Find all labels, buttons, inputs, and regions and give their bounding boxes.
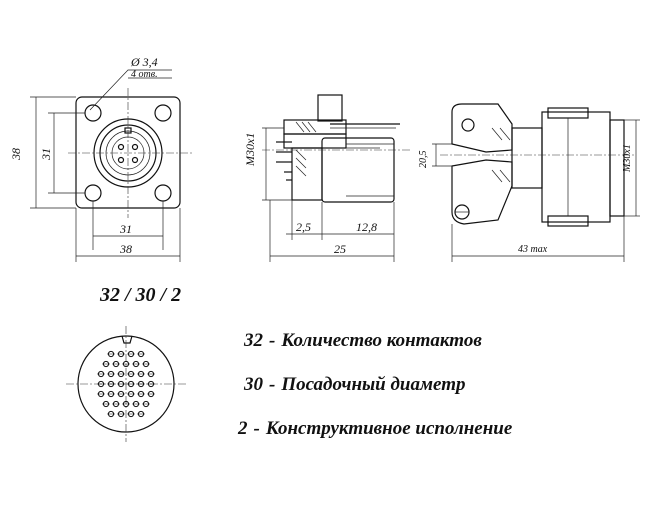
side-thread-label: M30x1 (243, 133, 257, 167)
right-thread-label: M30x1 (622, 144, 633, 173)
legend-text: Посадочный диаметр (281, 374, 466, 395)
right-view (432, 103, 640, 262)
contact-layout (66, 326, 186, 442)
legend-row-design: 2-Конструктивное исполнение (238, 418, 512, 440)
width-outer-label: 38 (119, 242, 132, 256)
mount-hole (154, 104, 172, 122)
legend-separator: - (253, 418, 260, 439)
front-view (30, 69, 192, 262)
hole-count-label: 4 отв. (131, 69, 158, 80)
dim-total-label: 25 (334, 242, 346, 256)
mount-hole (84, 184, 102, 202)
mount-hole (154, 184, 172, 202)
legend-number: 32 (244, 330, 263, 351)
right-height-label: 20,5 (418, 151, 429, 169)
dim-b-label: 12,8 (356, 220, 377, 234)
side-view (262, 94, 410, 262)
legend-number: 2 (238, 418, 248, 439)
legend-separator: - (269, 374, 276, 395)
mount-hole (84, 104, 102, 122)
legend-row-contacts: 32-Количество контактов (244, 330, 482, 352)
width-inner-label: 31 (119, 222, 132, 236)
contact-holes (97, 350, 155, 418)
right-length-label: 43 max (518, 244, 548, 255)
height-outer-label: 38 (9, 148, 23, 161)
part-code: 32 / 30 / 2 (100, 284, 182, 306)
legend-separator: - (269, 330, 276, 351)
dim-a-label: 2,5 (296, 220, 311, 234)
hole-diameter-label: Ø 3,4 (130, 55, 158, 69)
legend-text: Конструктивное исполнение (265, 418, 513, 439)
legend-text: Количество контактов (281, 330, 482, 351)
legend-number: 30 (244, 374, 263, 395)
height-inner-label: 31 (39, 148, 53, 161)
legend-row-diameter: 30-Посадочный диаметр (244, 374, 465, 396)
